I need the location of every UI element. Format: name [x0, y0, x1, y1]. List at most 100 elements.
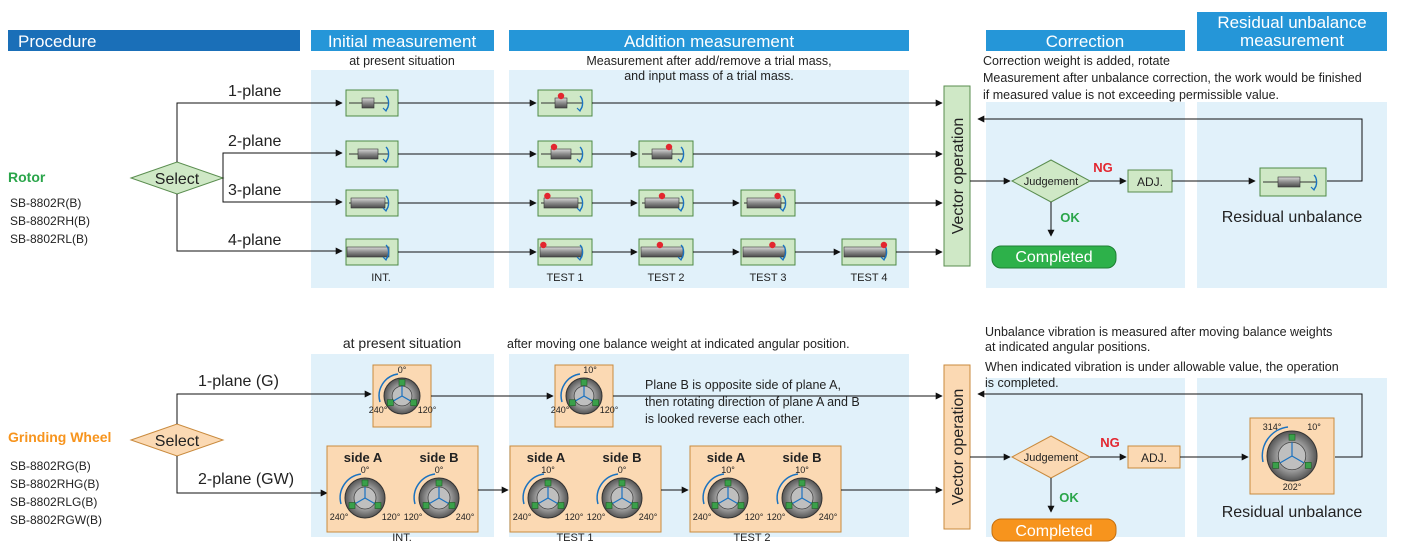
wheel-model-1: SB-8802RG(B)	[10, 459, 91, 473]
angle-label: 120°	[418, 405, 437, 415]
angle-label: 0°	[361, 465, 370, 475]
header-procedure-text: Procedure	[18, 32, 96, 51]
header-residual-text-1: Residual unbalance	[1217, 13, 1366, 32]
rotor-test-box-4-2	[638, 238, 694, 266]
angle-label: 10°	[583, 365, 597, 375]
wheel-title: Grinding Wheel	[8, 429, 111, 445]
rotor-int-label: INT.	[371, 272, 391, 284]
side-a-label: side A	[527, 450, 566, 465]
wheel-correction-note-2: at indicated angular positions.	[985, 340, 1150, 354]
trial-mass-dot	[658, 192, 666, 200]
angle-label: 120°	[587, 512, 606, 522]
rotor-test-box-2-2	[638, 140, 694, 168]
trial-mass-dot	[769, 241, 776, 249]
trial-mass-dot	[656, 241, 664, 249]
plane-label-3: 3-plane	[228, 182, 281, 199]
rotor-vector-operation-box	[943, 85, 971, 267]
rotor-addition-note-1: Measurement after add/remove a trial mas…	[586, 54, 831, 68]
rotor-vector-operation-label: Vector operation	[950, 118, 967, 235]
wheel-judgement-label: Judgement	[1024, 452, 1078, 464]
rotor-int-box-3	[345, 189, 399, 217]
rotor-test-box-1-1	[537, 89, 593, 117]
header-addition-text: Addition measurement	[624, 32, 794, 51]
wheel-test1-box-2plane-side-b: 0°120°240°	[587, 465, 658, 522]
rotor-test-box-4-4	[841, 238, 897, 266]
wheel-test-2-label: TEST 2	[733, 532, 770, 544]
rotor-residual-unbalance-box	[1259, 167, 1327, 197]
rotor-model-2: SB-8802RH(B)	[10, 214, 90, 228]
rotor-adj-label: ADJ.	[1137, 175, 1163, 189]
wheel-correction-note-3: When indicated vibration is under allowa…	[985, 360, 1339, 374]
plane-label-2: 2-plane	[228, 133, 281, 150]
wheel-plane-note-1: Plane B is opposite side of plane A,	[645, 378, 841, 392]
trial-mass-dot	[557, 92, 565, 100]
wheel-int-1plane: 0°120°240°	[369, 365, 437, 415]
rotor-addition-note-2: and input mass of a trial mass.	[624, 69, 794, 83]
wheel-plane-note-3: is looked reverse each other.	[645, 412, 805, 426]
rotor-test-4-label: TEST 4	[850, 272, 887, 284]
rotor-completed-badge	[991, 245, 1117, 269]
rotor-test-box-4-3	[740, 238, 796, 266]
wheel-select-label: Select	[155, 433, 200, 450]
wheel-completed-label: Completed	[1015, 523, 1092, 540]
wheel-test-1plane: 10°120°240°	[551, 365, 619, 415]
rotor-test-1-label: TEST 1	[546, 272, 583, 284]
wheel-ok-label: OK	[1059, 490, 1079, 505]
angle-label: 120°	[767, 512, 786, 522]
angle-label: 240°	[456, 512, 475, 522]
rotor-residual-unit	[1259, 167, 1327, 197]
rotor-int-box-4	[345, 238, 399, 266]
header-initial-text: Initial measurement	[328, 32, 477, 51]
angle-label: 10°	[721, 465, 735, 475]
wheel-test-1-label: TEST 1	[556, 532, 593, 544]
angle-label: 240°	[513, 512, 532, 522]
rotor-correction-note-2: Measurement after unbalance correction, …	[983, 71, 1362, 85]
rotor-ng-label: NG	[1093, 160, 1113, 175]
side-b-label: side B	[782, 450, 821, 465]
header-procedure: Procedure	[8, 30, 300, 51]
wheel-correction-note-4: is completed.	[985, 376, 1059, 390]
wheel-test-box-1plane	[554, 364, 614, 428]
wheel-vector-operation-label: Vector operation	[950, 389, 967, 506]
wheel-model-3: SB-8802RLG(B)	[10, 495, 97, 509]
rotor-test-2-label: TEST 2	[647, 272, 684, 284]
wheel-model-2: SB-8802RHG(B)	[10, 477, 99, 491]
angle-label: 240°	[819, 512, 838, 522]
trial-mass-dot	[550, 143, 558, 151]
rotor-unit-boxes	[345, 89, 897, 266]
rotor-initial-note: at present situation	[349, 54, 455, 68]
rotor-test-box-3-1	[537, 189, 593, 217]
angle-label: 10°	[1307, 422, 1321, 432]
rotor-completed-label: Completed	[1015, 249, 1092, 266]
angle-label: 202°	[1283, 482, 1302, 492]
wheel-int-box-2plane-side-b: 0°120°240°	[404, 465, 475, 522]
rotor-test-box-3-3	[740, 189, 796, 217]
wheel-residual-unit: 314° 10° 202°	[1261, 422, 1321, 492]
angle-label: 314°	[1263, 422, 1282, 432]
angle-label: 240°	[330, 512, 349, 522]
rotor-int-box-1	[345, 89, 399, 117]
rotor-select-label: Select	[155, 171, 200, 188]
angle-label: 120°	[382, 512, 401, 522]
rotor-correction-note-1: Correction weight is added, rotate	[983, 54, 1170, 68]
wheel-correction-note-1: Unbalance vibration is measured after mo…	[985, 325, 1332, 339]
rotor-section: Rotor SB-8802R(B) SB-8802RH(B) SB-8802RL…	[8, 54, 1363, 284]
angle-label: 10°	[541, 465, 555, 475]
angle-label: 240°	[551, 405, 570, 415]
trial-mass-dot	[774, 192, 781, 200]
rotor-test-box-2-1	[537, 140, 593, 168]
side-b-label: side B	[419, 450, 458, 465]
angle-label: 240°	[369, 405, 388, 415]
plane-label-1: 1-plane	[228, 83, 281, 100]
rotor-ok-label: OK	[1060, 210, 1080, 225]
rotor-title: Rotor	[8, 169, 46, 185]
angle-label: 120°	[565, 512, 584, 522]
wheel-ng-label: NG	[1100, 435, 1120, 450]
side-a-label: side A	[344, 450, 383, 465]
header-residual-unbalance: Residual unbalance measurement	[1197, 12, 1387, 51]
angle-label: 240°	[693, 512, 712, 522]
wheel-plane-label-1: 1-plane (G)	[198, 373, 279, 390]
wheel-test2-box-2plane-side-a: 10°120°240°	[693, 465, 764, 522]
header-correction-text: Correction	[1046, 32, 1124, 51]
